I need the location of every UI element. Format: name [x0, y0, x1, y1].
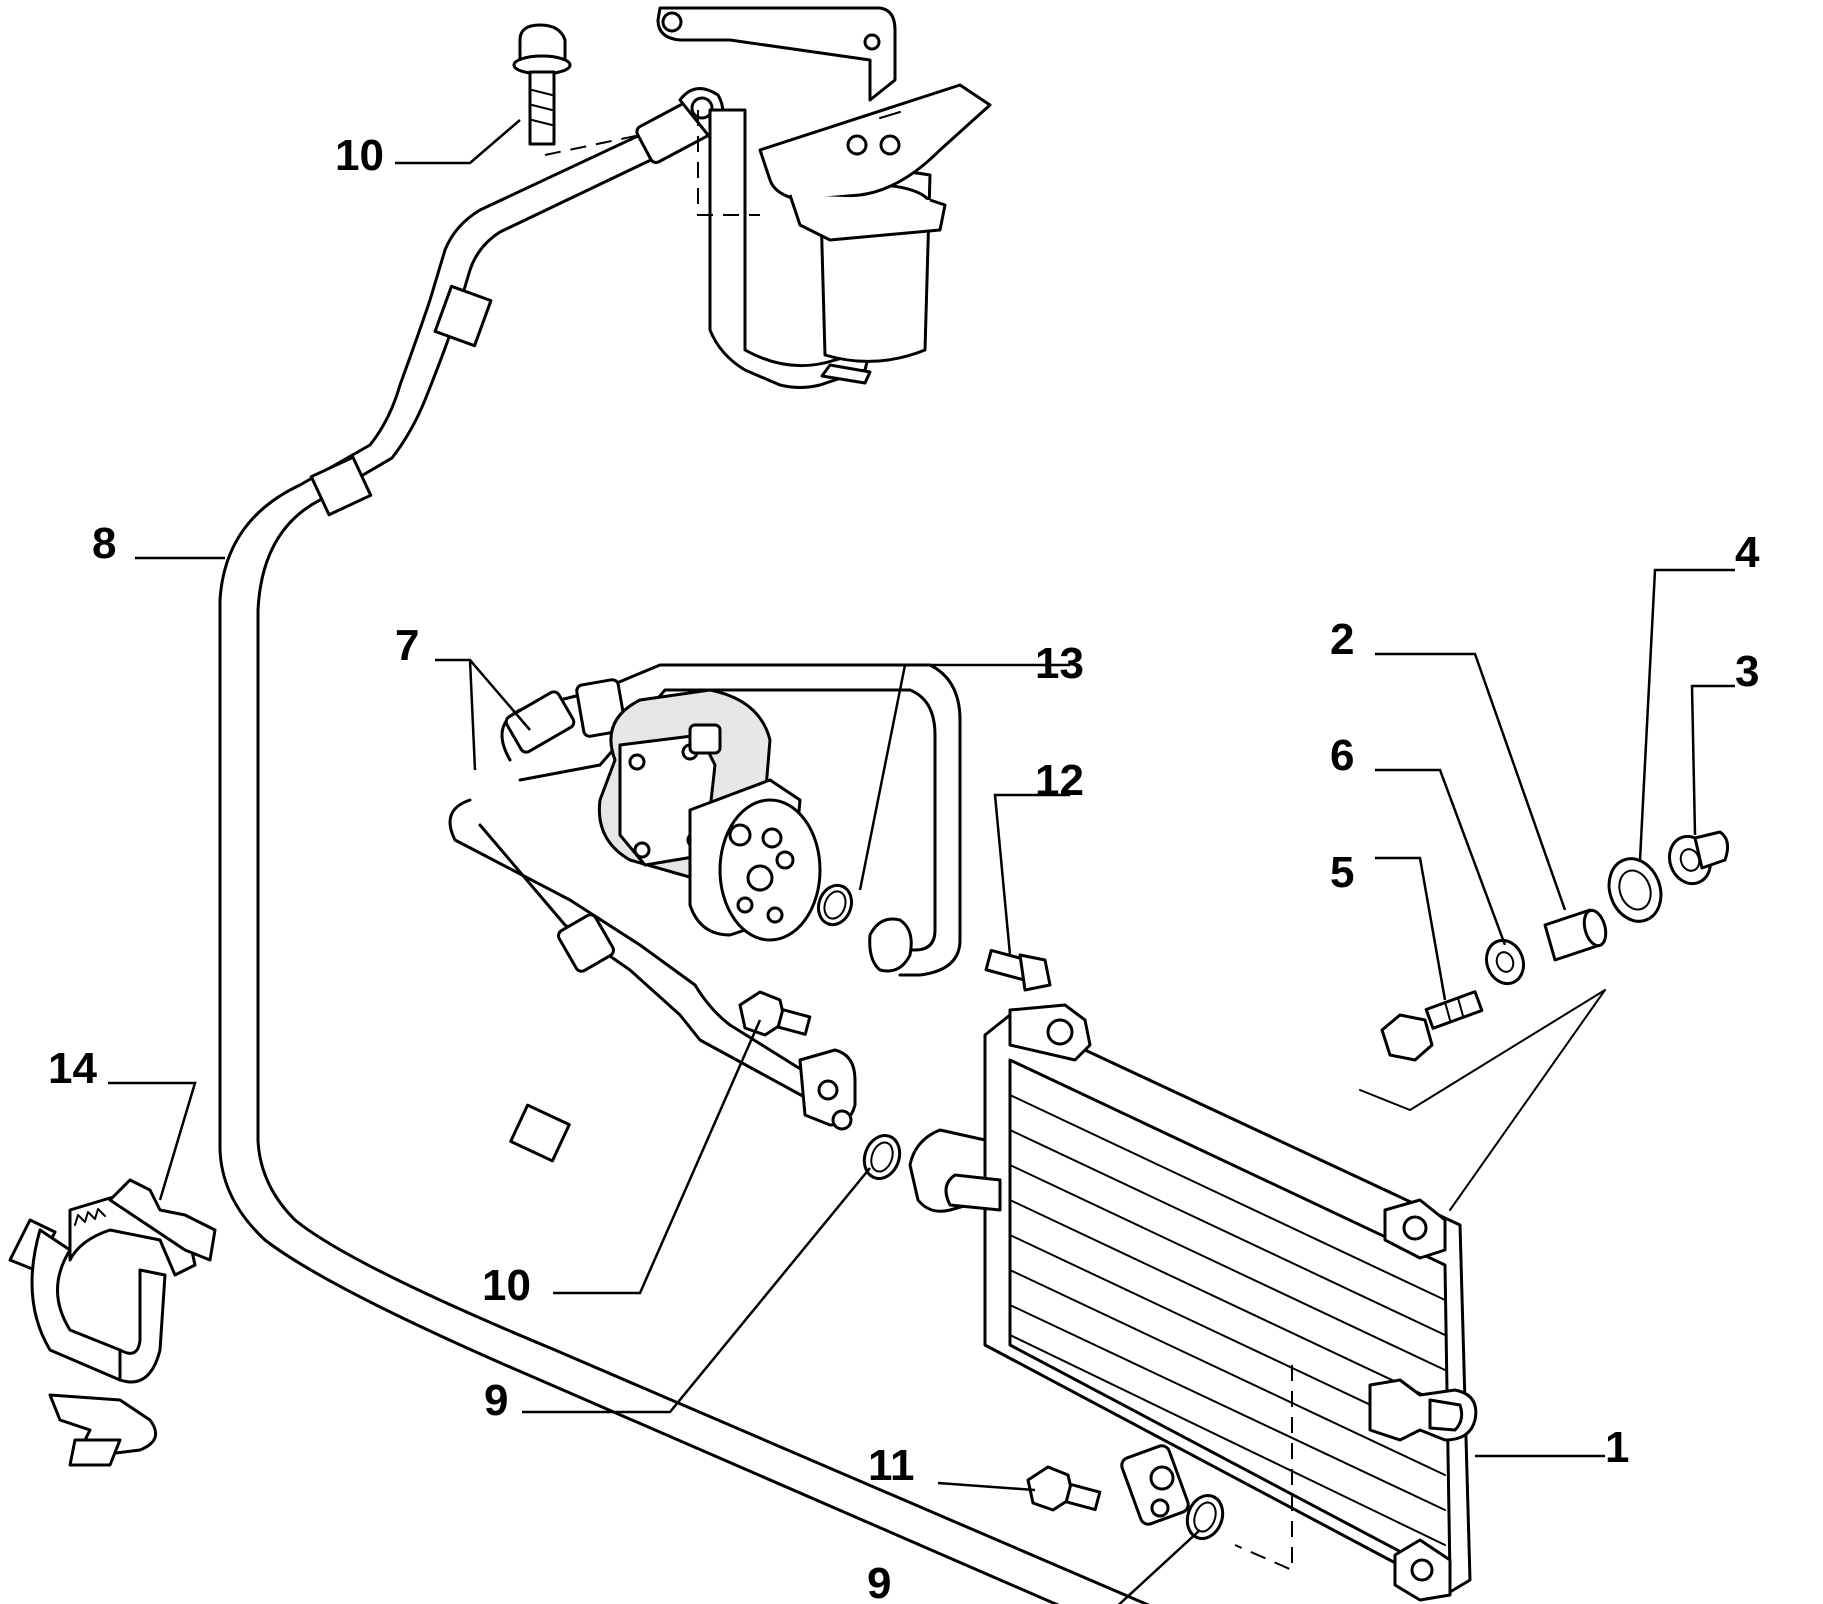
- bolt-part-12: [984, 948, 1052, 992]
- callout-14: 14: [48, 1044, 97, 1093]
- callout-13: 13: [1035, 639, 1084, 688]
- callout-10-upper: 10: [482, 1261, 531, 1310]
- hose-part-8: [218, 87, 1190, 1604]
- callout-7: 7: [395, 621, 419, 670]
- leader-lines: [108, 119, 1735, 1604]
- washer-part-6: [1484, 938, 1526, 986]
- callout-11: 10: [335, 131, 384, 180]
- callout-5: 5: [1330, 848, 1354, 897]
- bushing-part-3: [1667, 830, 1730, 886]
- callout-2: 2: [1330, 615, 1354, 664]
- hose-clamp-part-14: [8, 1178, 217, 1467]
- sleeve-part-2: [1543, 908, 1608, 962]
- callout-4: 4: [1735, 528, 1760, 577]
- compressor-lines-part-7: [448, 663, 962, 1131]
- o-ring-part-9-lower: [1185, 1494, 1225, 1540]
- o-ring-part-9-upper: [862, 1134, 902, 1180]
- callout-9-upper: 9: [484, 1376, 508, 1425]
- bolt-part-5: [1380, 990, 1484, 1062]
- callout-3: 3: [1735, 647, 1759, 696]
- callout-1: 1: [1605, 1423, 1629, 1472]
- ac-compressor: [597, 688, 822, 942]
- callout-9-lower: 9: [867, 1559, 891, 1604]
- callout-labels: 10 8 7 13 12 10 9 11 9 1 2 6 5 4 3 14: [48, 131, 1760, 1604]
- condenser-part-1: [908, 1003, 1478, 1602]
- grommet-part-4: [1607, 857, 1663, 923]
- callout-8: 8: [92, 519, 116, 568]
- bolt-part-10-lower: [1026, 1465, 1102, 1512]
- bolt-part-11: [512, 23, 572, 146]
- receiver-drier: [544, 6, 992, 389]
- callout-6: 6: [1330, 731, 1354, 780]
- bolt-part-10-upper: [738, 990, 812, 1037]
- callout-12: 12: [1035, 756, 1084, 805]
- parts-group-bracket: [1359, 989, 1606, 1211]
- o-ring-part-13: [816, 883, 854, 927]
- callout-10-lower: 11: [868, 1441, 915, 1490]
